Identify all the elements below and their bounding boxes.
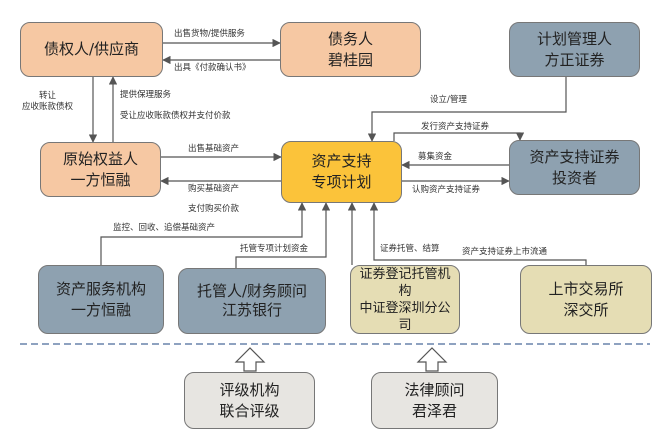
label-pay-price: 支付购买价款 <box>188 204 240 214</box>
label-issue-confirmation: 出具《付款确认书》 <box>174 63 251 73</box>
label-transfer-receivables: 转让 应收账款债权 <box>22 91 74 112</box>
hollow-up-arrow-rating <box>234 347 266 372</box>
label-buy-assets: 购买基础资产 <box>188 184 240 194</box>
label-provide-factoring: 提供保理服务 <box>120 90 172 100</box>
spv-box: 资产支持 专项计划 <box>281 141 402 203</box>
label-custody-funds: 托管专项计划资金 <box>240 244 309 254</box>
hollow-up-arrow-legal <box>416 347 448 372</box>
registrar-box: 证券登记托管机构 中证登深圳分公司 <box>350 265 460 334</box>
rating-box: 评级机构 联合评级 <box>184 372 315 429</box>
label-monitor-collect: 监控、回收、追偿基础资产 <box>113 223 216 233</box>
legal-box: 法律顾问 君泽君 <box>371 372 498 429</box>
arrow-monitor-collect <box>100 202 307 265</box>
custodian-box: 托管人/财务顾问 江苏银行 <box>178 268 326 334</box>
label-raise-funds: 募集资金 <box>418 152 453 162</box>
exchange-box: 上市交易所 深交所 <box>520 265 652 334</box>
debtor-box: 债务人 碧桂园 <box>280 22 421 77</box>
label-sell-assets: 出售基础资产 <box>188 144 240 154</box>
label-sell-goods: 出售货物/提供服务 <box>174 29 245 39</box>
investors-box: 资产支持证券 投资者 <box>509 140 640 195</box>
label-registration-settlement: 证券托管、结算 <box>380 244 440 254</box>
label-accept-receivables: 受让应收账款债权并支付价款 <box>120 111 231 121</box>
label-issue-abs: 发行资产支持证券 <box>421 122 490 132</box>
servicer-box: 资产服务机构 一方恒融 <box>38 265 164 334</box>
label-listing: 资产支持证券上市流通 <box>462 247 548 257</box>
label-setup-manage: 设立/管理 <box>430 95 467 105</box>
creditor-box: 债权人/供应商 <box>20 22 163 77</box>
arrow-issue-abs <box>393 132 525 141</box>
plan-manager-box: 计划管理人 方正证券 <box>509 22 640 77</box>
arrow-listing <box>369 202 587 265</box>
label-subscribe-abs: 认购资产支持证券 <box>412 185 481 195</box>
originator-box: 原始权益人 一方恒融 <box>40 142 161 197</box>
arrow-custody-funds <box>235 202 331 268</box>
arrow-setup-manage <box>367 77 567 142</box>
